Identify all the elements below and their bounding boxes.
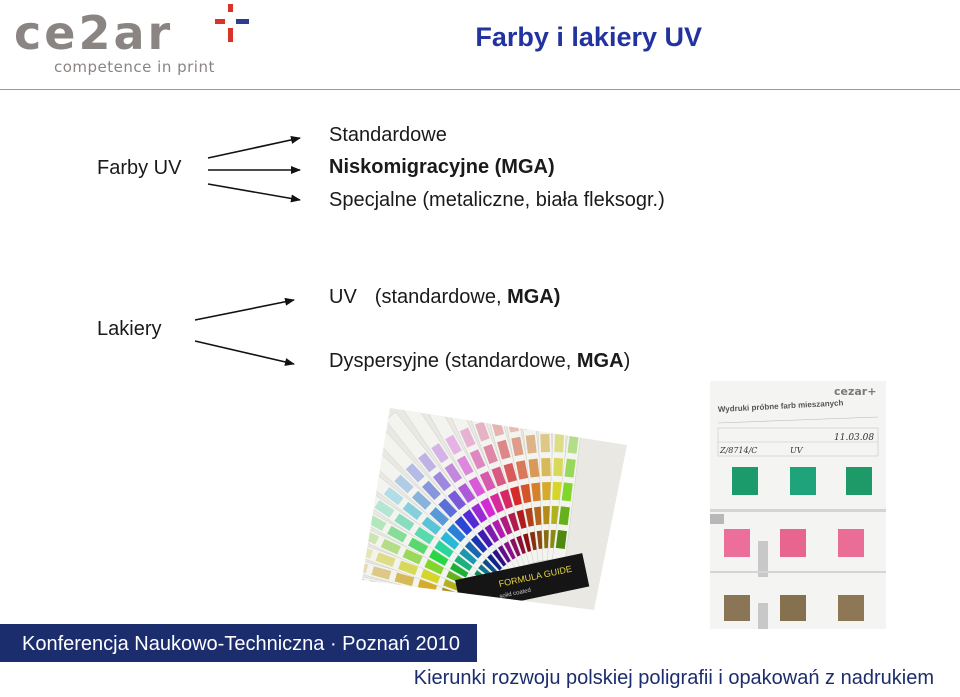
fan-strip — [362, 470, 506, 593]
arrow-to-dispersion — [194, 340, 295, 366]
logo-wordmark: ce2ar — [14, 6, 174, 60]
conference-banner: Konferencja Naukowo-Techniczna · Poznań … — [0, 624, 477, 664]
lakiery-item-uv: UV (standardowe, MGA) — [329, 286, 560, 309]
lakiery-uv-middle: (standardowe, — [374, 286, 508, 308]
footer-bar — [0, 662, 960, 697]
lakiery-disp-suffix: ) — [623, 350, 631, 372]
lakiery-item-dispersion: Dyspersyjne (standardowe, MGA) — [329, 350, 630, 373]
fan-strip — [362, 604, 493, 610]
sheet-logo: cezar+ — [834, 385, 876, 398]
footer-subtitle: Kierunki rozwoju polskiej poligrafii i o… — [413, 667, 934, 689]
arrow-to-special — [207, 183, 301, 203]
logo-plus-icon — [215, 4, 249, 42]
lakiery-label: Lakiery — [97, 318, 162, 340]
sheet-date: 11.03.08 — [834, 433, 874, 443]
sheet-code: Z/8714/C — [719, 446, 757, 455]
lakiery-uv-bold: MGA) — [507, 286, 561, 308]
lakiery-uv-prefix: UV — [329, 286, 357, 308]
arrow-to-uv — [194, 297, 295, 321]
arrow-to-standard — [207, 136, 301, 159]
logo-tagline: competence in print — [54, 58, 215, 76]
cezar-logo: ce2ar competence in print — [14, 4, 249, 79]
arrow-diagram — [194, 136, 301, 366]
farby-item-standard: Standardowe — [329, 124, 447, 146]
proof-sheet-photo: cezar+ Wydruki próbne farb mieszanych 11… — [710, 381, 886, 629]
sheet-uv: UV — [790, 446, 804, 455]
farby-item-special: Specjalne (metaliczne, biała fleksogr.) — [329, 189, 665, 211]
lakiery-disp-prefix: Dyspersyjne (standardowe, — [329, 350, 577, 372]
lakiery-disp-bold: MGA — [576, 350, 624, 372]
slide-title: Farby i lakiery UV — [475, 22, 702, 52]
farby-item-mga: Niskomigracyjne (MGA) — [329, 156, 555, 178]
farby-label: Farby UV — [97, 157, 182, 179]
color-fan-photo: FORMULA GUIDE solid coated — [362, 408, 627, 610]
header-divider — [0, 89, 960, 90]
